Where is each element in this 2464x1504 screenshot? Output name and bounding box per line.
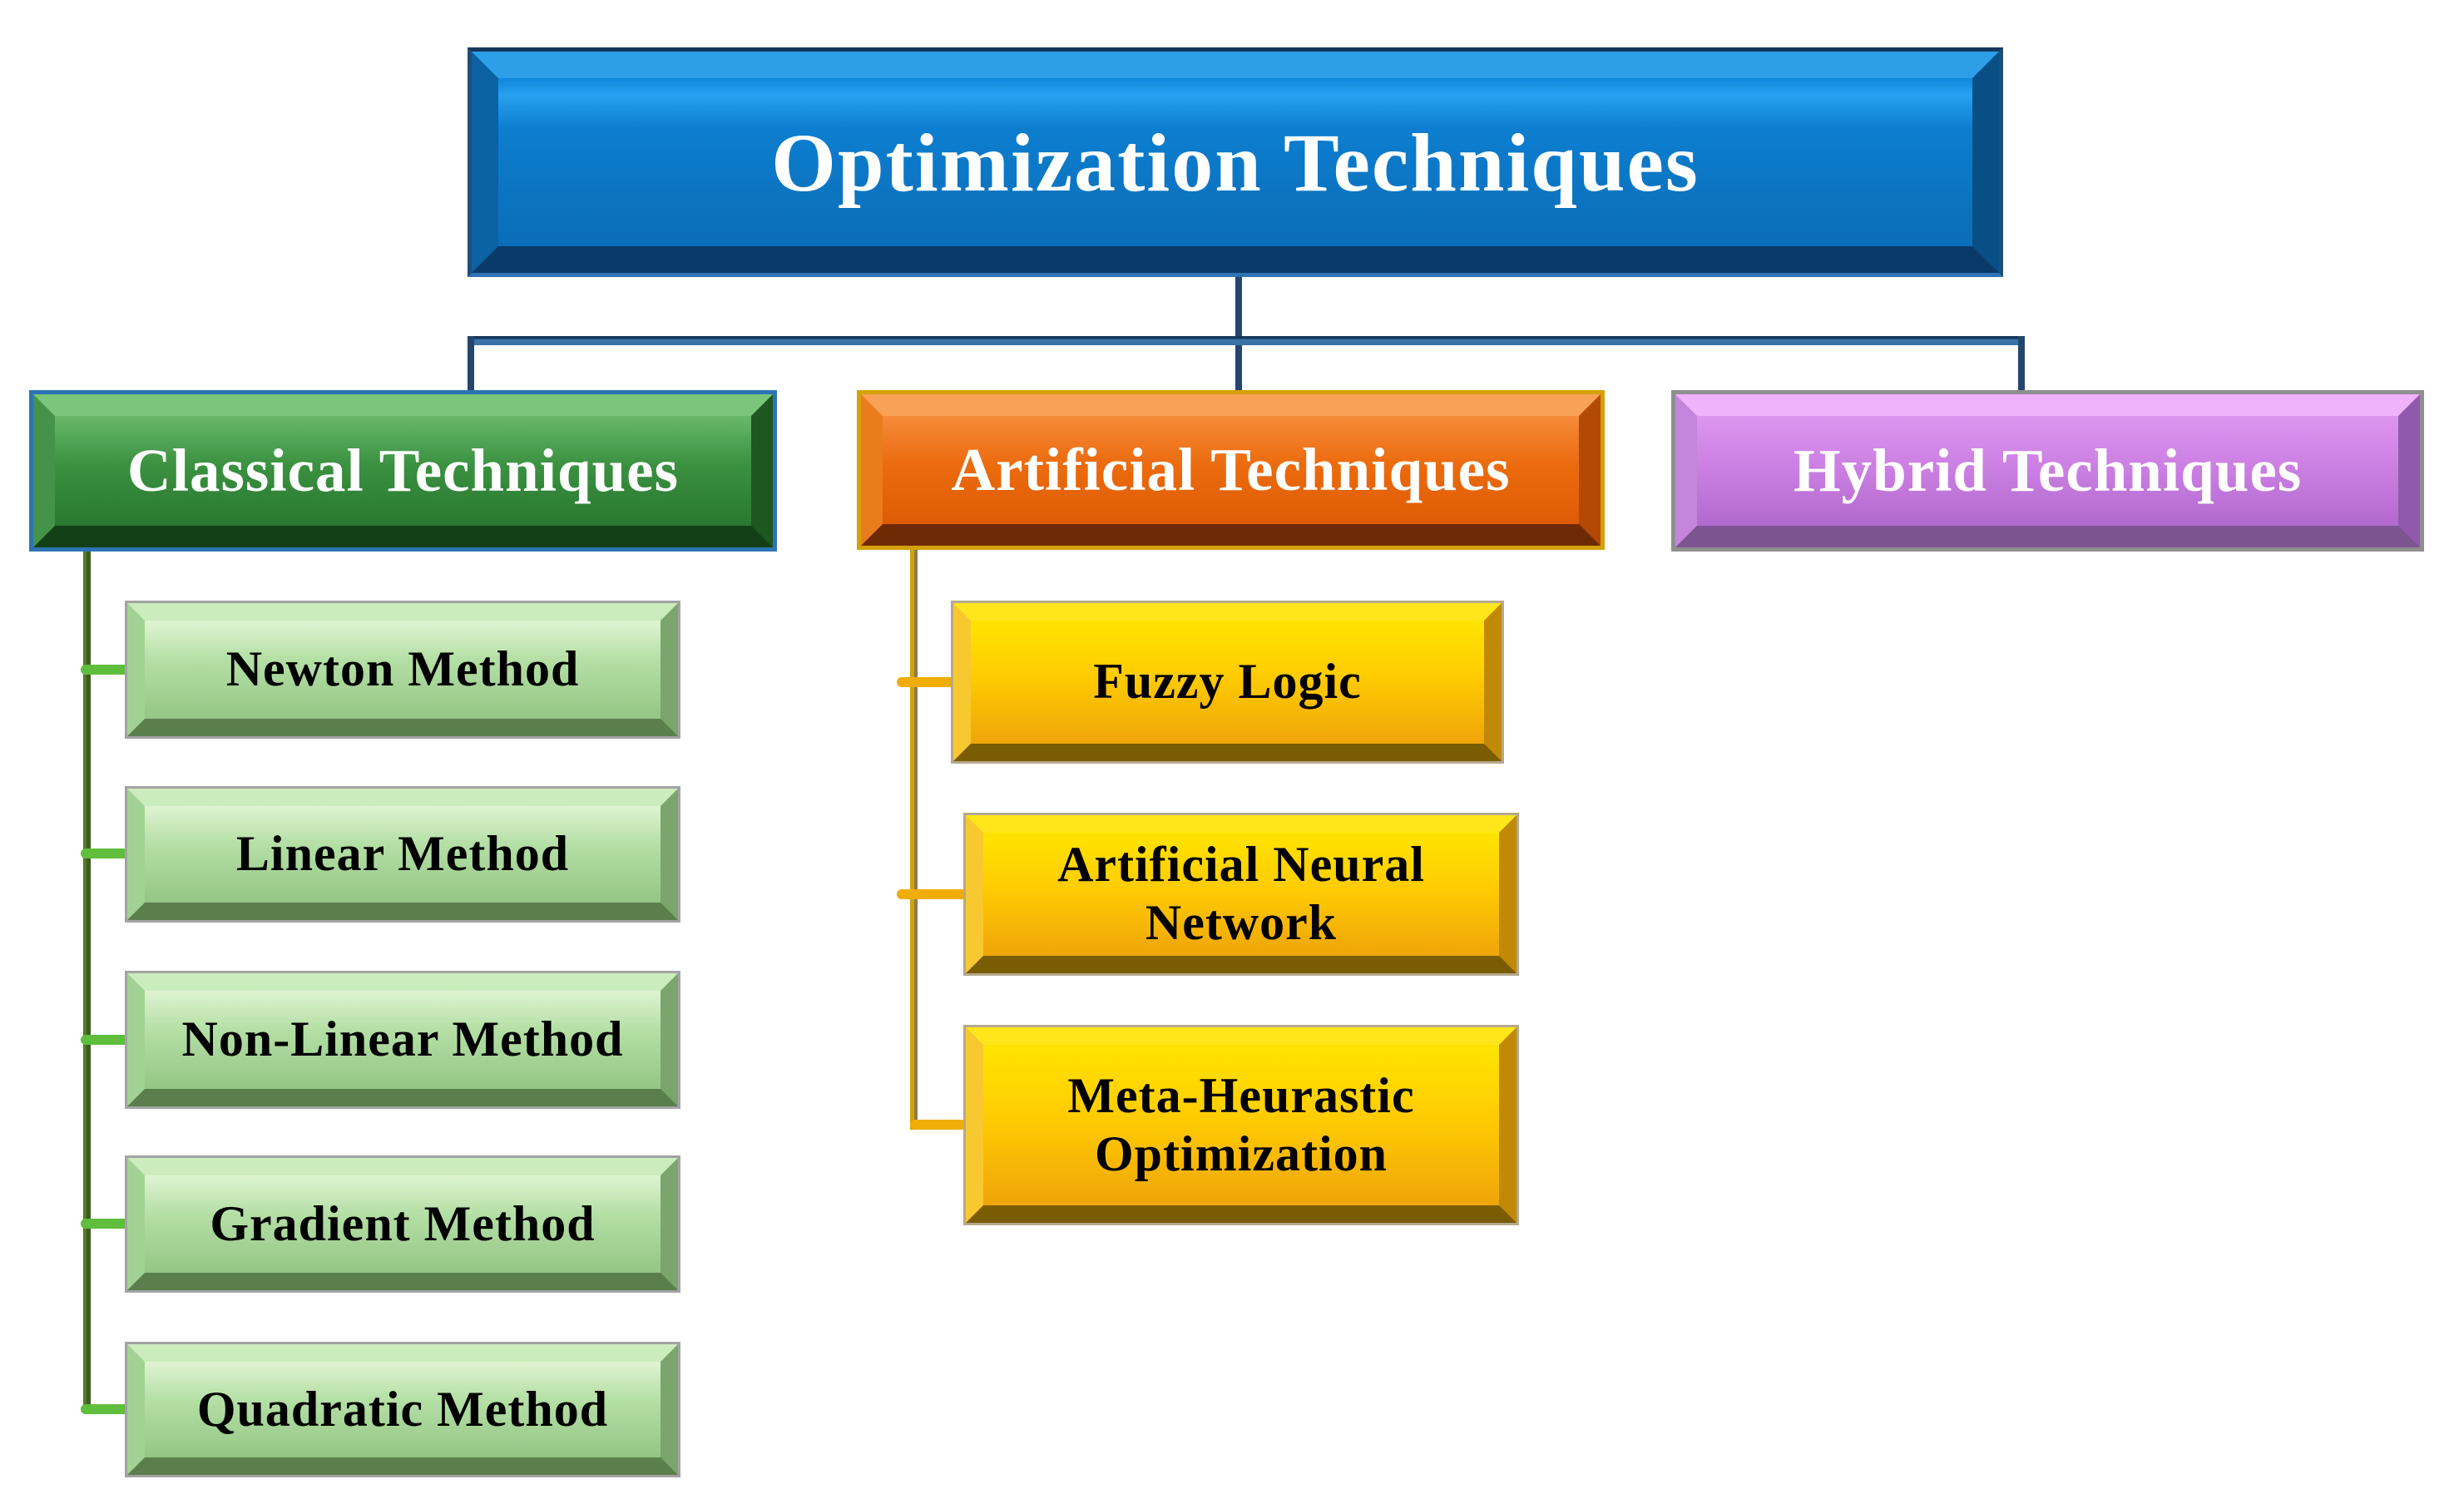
bevel-frame bbox=[127, 1158, 678, 1290]
node-label: Newton Method bbox=[225, 641, 580, 697]
bevel-frame bbox=[966, 815, 1516, 973]
node-label: Optimization Techniques bbox=[771, 116, 1700, 209]
node-label: Non-Linear Method bbox=[181, 1012, 624, 1067]
connector-stub-fuzzy-logic bbox=[897, 677, 955, 687]
node-hybrid-techniques: Hybrid Techniques bbox=[1671, 390, 2424, 552]
bevel-frame bbox=[127, 603, 678, 736]
node-label: Gradient Method bbox=[210, 1195, 596, 1251]
node-gradient-method: Gradient Method bbox=[125, 1155, 680, 1293]
bevel-frame bbox=[33, 394, 773, 547]
bevel-frame bbox=[1675, 394, 2420, 547]
connector-drop-classical bbox=[468, 336, 474, 393]
connector-elbow-meta-heurastic bbox=[910, 1120, 968, 1130]
connector-stub-gradient-method bbox=[81, 1219, 129, 1229]
node-label: Quadratic Method bbox=[196, 1381, 609, 1437]
node-meta-heurastic-optimization: Meta-Heurastic Optimization bbox=[963, 1025, 1519, 1225]
node-quadratic-method: Quadratic Method bbox=[125, 1342, 680, 1477]
bevel-frame bbox=[127, 973, 678, 1106]
node-label: Artificial Techniques bbox=[951, 436, 1511, 503]
bevel-frame bbox=[127, 789, 678, 920]
node-artificial-techniques: Artificial Techniques bbox=[857, 390, 1605, 550]
node-classical-techniques: Classical Techniques bbox=[29, 390, 777, 552]
connector-stub-artificial-neural-network bbox=[897, 889, 968, 899]
connector-stub-non-linear-method bbox=[81, 1035, 129, 1045]
bevel-frame bbox=[861, 394, 1601, 546]
bevel-frame bbox=[472, 52, 1999, 273]
node-label: Artificial Neural Network bbox=[1057, 837, 1425, 950]
bevel-frame bbox=[953, 603, 1502, 761]
bevel-frame bbox=[966, 1027, 1516, 1223]
node-label: Hybrid Techniques bbox=[1793, 437, 2303, 504]
node-linear-method: Linear Method bbox=[125, 786, 680, 923]
bevel-frame bbox=[127, 1344, 678, 1475]
connector-drop-hybrid bbox=[2018, 336, 2025, 393]
connector-stub-newton-method bbox=[81, 665, 129, 675]
connector-trunk-classical bbox=[83, 545, 91, 1412]
node-non-linear-method: Non-Linear Method bbox=[125, 971, 680, 1109]
node-label: Classical Techniques bbox=[127, 437, 679, 504]
connector-stub-quadratic-method bbox=[81, 1404, 129, 1414]
node-fuzzy-logic: Fuzzy Logic bbox=[951, 601, 1504, 764]
connector-horizontal-bar bbox=[468, 336, 2025, 345]
node-optimization-techniques: Optimization Techniques bbox=[468, 47, 2003, 277]
node-label: Meta-Heurastic Optimization bbox=[1067, 1067, 1415, 1181]
node-label: Fuzzy Logic bbox=[1093, 654, 1362, 710]
connector-root-stem bbox=[1235, 275, 1242, 393]
node-artificial-neural-network: Artificial Neural Network bbox=[963, 813, 1519, 976]
connector-stub-linear-method bbox=[81, 848, 129, 858]
node-newton-method: Newton Method bbox=[125, 601, 680, 739]
node-label: Linear Method bbox=[235, 826, 570, 882]
connector-trunk-artificial bbox=[910, 547, 918, 1130]
